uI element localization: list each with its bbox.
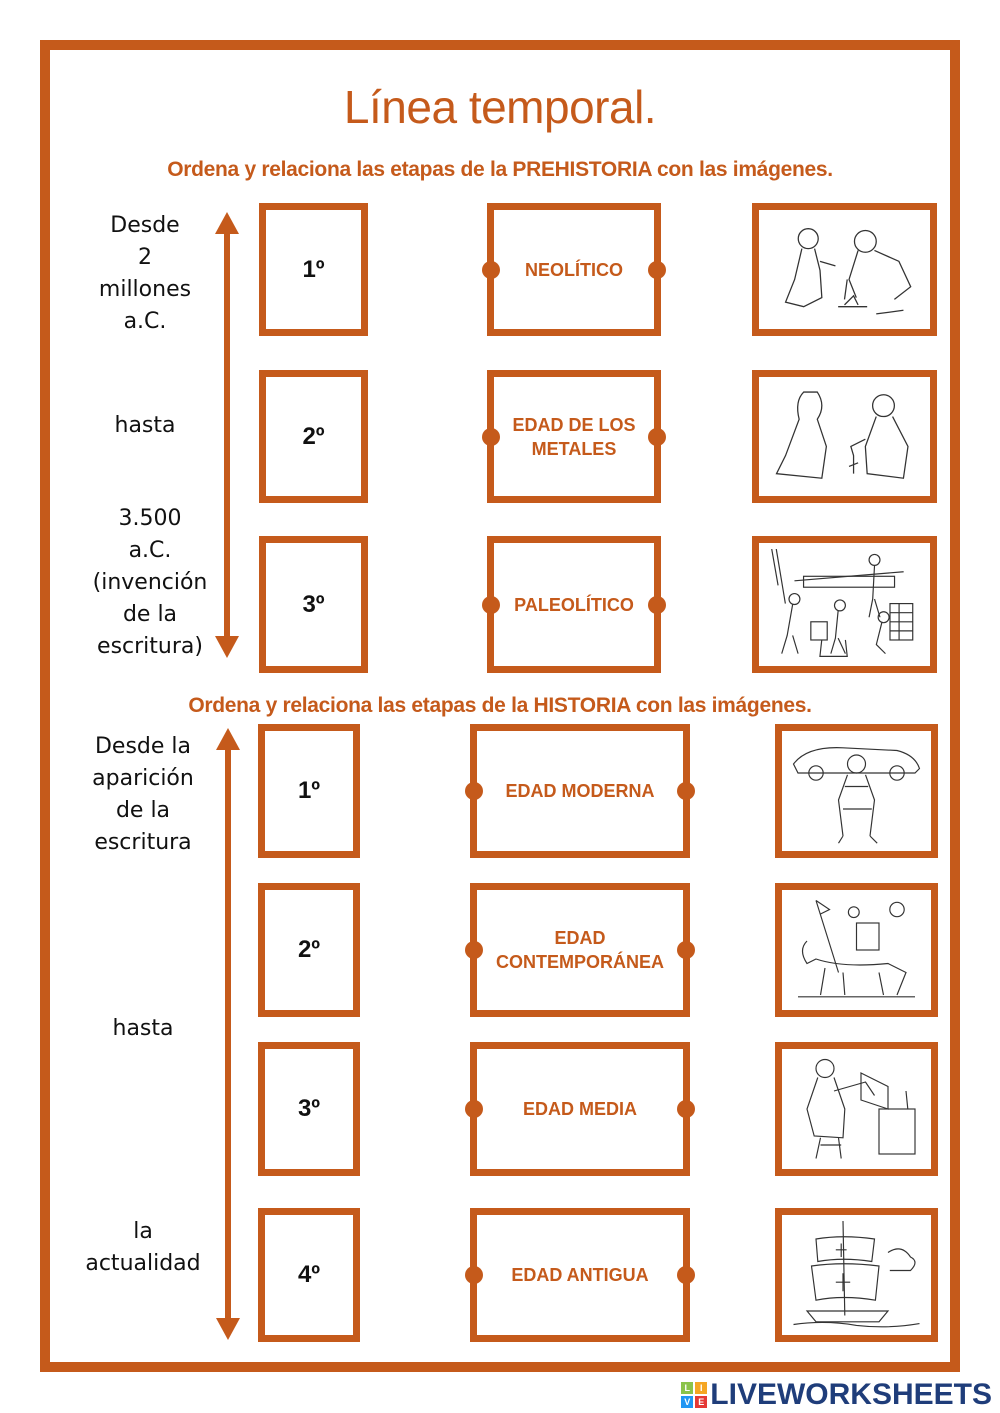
- historia-middle-text: hasta: [112, 1016, 174, 1041]
- cavemen-planting-illustration: [775, 391, 909, 479]
- logo-tiles-icon: L I V E: [681, 1382, 708, 1408]
- page-title: Línea temporal.: [343, 81, 657, 133]
- historia-instruction: Ordena y relaciona las etapas de la HIST…: [188, 694, 812, 717]
- prehistoria-timeline-arrow: [215, 212, 239, 658]
- arrow-up-icon: [216, 728, 240, 750]
- stage-label: EDAD ANTIGUA: [511, 1265, 649, 1285]
- connector-dot-left[interactable]: [482, 595, 500, 614]
- caravel-ship-illustration: [793, 1221, 920, 1328]
- prehistoria-image-card-3[interactable]: [752, 536, 937, 673]
- connector-dot-left[interactable]: [465, 1266, 483, 1284]
- historia-start-text: Desde la aparición de la escritura: [92, 734, 194, 855]
- stage-label: EDAD MEDIA: [522, 1099, 637, 1119]
- historia-image-card-3[interactable]: [775, 1042, 938, 1176]
- prehistoria-order-box-2[interactable]: 2º: [259, 370, 368, 503]
- historia-image-card-4[interactable]: [775, 1208, 938, 1342]
- connector-dot-right[interactable]: [677, 782, 695, 800]
- connector-dot-left[interactable]: [482, 260, 500, 279]
- logo-text: LIVEWORKSHEETS: [710, 1378, 992, 1411]
- order-number: 3º: [297, 1095, 321, 1122]
- stage-label: EDAD CONTEMPORÁNEA: [495, 928, 664, 972]
- connector-dot-right[interactable]: [677, 941, 695, 959]
- prehistoria-stage-card-2[interactable]: EDAD DE LOS METALES: [482, 370, 666, 503]
- connector-dot-right[interactable]: [677, 1100, 695, 1118]
- historia-image-card-1[interactable]: [775, 724, 938, 858]
- knight-horse-illustration: [798, 900, 915, 998]
- connector-dot-right[interactable]: [648, 260, 666, 279]
- historia-stage-card-2[interactable]: EDAD CONTEMPORÁNEA: [465, 883, 695, 1017]
- historia-end-text: la actualidad: [85, 1219, 201, 1276]
- historia-order-box-2[interactable]: 2º: [258, 883, 360, 1017]
- order-number: 1º: [302, 255, 325, 283]
- historia-stage-card-3[interactable]: EDAD MEDIA: [465, 1042, 695, 1176]
- order-number: 2º: [297, 936, 321, 963]
- connector-dot-right[interactable]: [648, 427, 666, 446]
- stage-label: PALEOLÍTICO: [514, 594, 634, 615]
- liveworksheets-logo: L I V E LIVEWORKSHEETS: [681, 1378, 992, 1412]
- prehistoria-order-box-3[interactable]: 3º: [259, 536, 368, 673]
- stage-label: NEOLÍTICO: [525, 259, 623, 280]
- prehistoria-instruction: Ordena y relaciona las etapas de la PREH…: [167, 158, 833, 181]
- connector-dot-left[interactable]: [465, 941, 483, 959]
- prehistoria-stage-card-1[interactable]: NEOLÍTICO: [482, 203, 666, 336]
- connector-dot-left[interactable]: [465, 1100, 483, 1118]
- arrow-up-icon: [215, 212, 239, 234]
- scribe-desk-illustration: [806, 1058, 916, 1159]
- connector-dot-left[interactable]: [465, 782, 483, 800]
- historia-stage-card-4[interactable]: EDAD ANTIGUA: [465, 1208, 695, 1342]
- village-workers-illustration: [771, 549, 914, 657]
- mechanic-car-illustration: [792, 747, 921, 844]
- order-number: 4º: [297, 1261, 321, 1288]
- historia-timeline-arrow: [216, 728, 240, 1340]
- connector-dot-right[interactable]: [648, 595, 666, 614]
- prehistoria-order-box-1[interactable]: 1º: [259, 203, 368, 336]
- stage-label: EDAD MODERNA: [505, 781, 655, 801]
- historia-stage-card-1[interactable]: EDAD MODERNA: [465, 724, 695, 858]
- connector-dot-left[interactable]: [482, 427, 500, 446]
- prehistoria-start-text: Desde 2 millones a.C.: [98, 213, 192, 334]
- prehistoria-stage-card-3[interactable]: PALEOLÍTICO: [482, 536, 666, 673]
- arrow-down-icon: [216, 1318, 240, 1340]
- prehistoria-image-card-1[interactable]: [752, 203, 937, 336]
- order-number: 2º: [302, 422, 325, 450]
- historia-order-box-4[interactable]: 4º: [258, 1208, 360, 1342]
- arrow-down-icon: [215, 636, 239, 658]
- cavemen-fire-illustration: [784, 228, 912, 315]
- prehistoria-image-card-2[interactable]: [752, 370, 937, 503]
- stage-label: EDAD DE LOS METALES: [512, 414, 636, 459]
- prehistoria-middle-text: hasta: [114, 413, 176, 438]
- connector-dot-right[interactable]: [677, 1266, 695, 1284]
- order-number: 1º: [297, 777, 321, 804]
- historia-order-box-3[interactable]: 3º: [258, 1042, 360, 1176]
- order-number: 3º: [302, 590, 325, 618]
- prehistoria-end-text: 3.500 a.C. (invención de la escritura): [92, 506, 208, 659]
- historia-image-card-2[interactable]: [775, 883, 938, 1017]
- historia-order-box-1[interactable]: 1º: [258, 724, 360, 858]
